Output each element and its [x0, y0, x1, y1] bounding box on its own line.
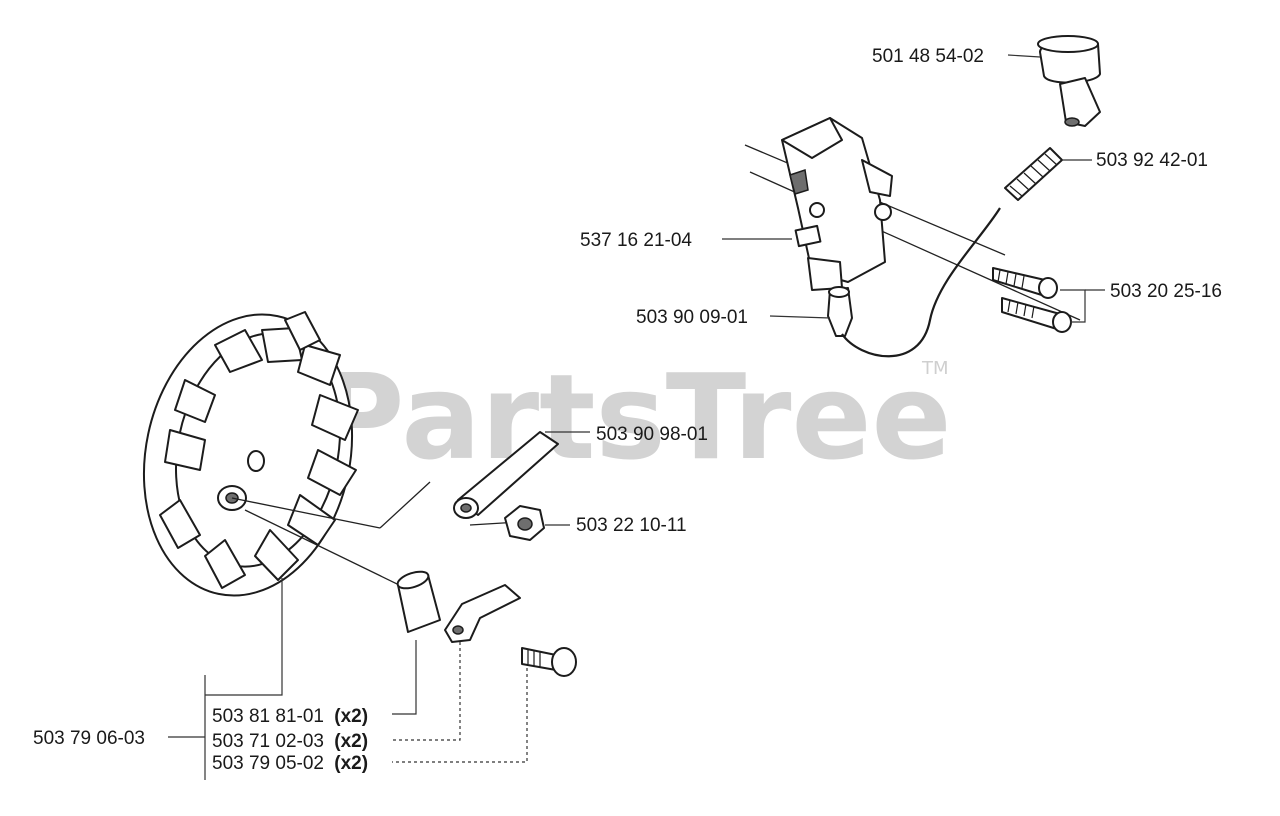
label-pin-qty: (x2) — [334, 753, 368, 774]
ignition-switch-shape[interactable] — [1037, 35, 1101, 127]
label-nut[interactable]: 503 22 10-11 — [576, 515, 687, 536]
label-pin-number: 503 79 05-02 — [212, 753, 324, 774]
screws-shape[interactable] — [992, 267, 1072, 333]
leader-lines — [168, 54, 1105, 780]
part-labels: 501 48 54-02 503 92 42-01 537 16 21-04 5… — [33, 46, 1222, 774]
label-screws[interactable]: 503 20 25-16 — [1110, 281, 1222, 302]
label-pawl-qty: (x2) — [334, 731, 368, 752]
ignition-wire — [841, 207, 1001, 358]
nut-shape[interactable] — [504, 505, 545, 541]
watermark-trademark: TM — [921, 358, 949, 379]
label-pin[interactable]: 503 79 05-02 (x2) — [212, 753, 368, 774]
label-spring[interactable]: 503 92 42-01 — [1096, 150, 1208, 171]
pin-shape[interactable] — [521, 647, 577, 677]
bushing-shape[interactable] — [396, 568, 441, 633]
label-ignition-module[interactable]: 537 16 21-04 — [580, 230, 692, 251]
label-bushing-qty: (x2) — [334, 706, 368, 727]
label-flywheel[interactable]: 503 79 06-03 — [33, 728, 145, 749]
label-pawl[interactable]: 503 71 02-03 (x2) — [212, 731, 368, 752]
label-bushing-number: 503 81 81-01 — [212, 706, 324, 727]
ignition-module-shape[interactable] — [781, 117, 893, 291]
flywheel-shape[interactable] — [119, 295, 378, 615]
label-pawl-number: 503 71 02-03 — [212, 731, 324, 752]
wire-bracket-shape[interactable] — [453, 431, 559, 519]
pawl-shape[interactable] — [444, 584, 521, 643]
label-ignition-switch[interactable]: 501 48 54-02 — [872, 46, 984, 67]
spark-plug-cap-shape[interactable] — [827, 286, 853, 337]
spring-shape[interactable] — [1004, 147, 1063, 201]
label-spark-plug-cap[interactable]: 503 90 09-01 — [636, 307, 748, 328]
label-bushing[interactable]: 503 81 81-01 (x2) — [212, 706, 368, 727]
watermark-text: PartsTree — [318, 348, 952, 486]
label-wire-bracket[interactable]: 503 90 98-01 — [596, 424, 708, 445]
